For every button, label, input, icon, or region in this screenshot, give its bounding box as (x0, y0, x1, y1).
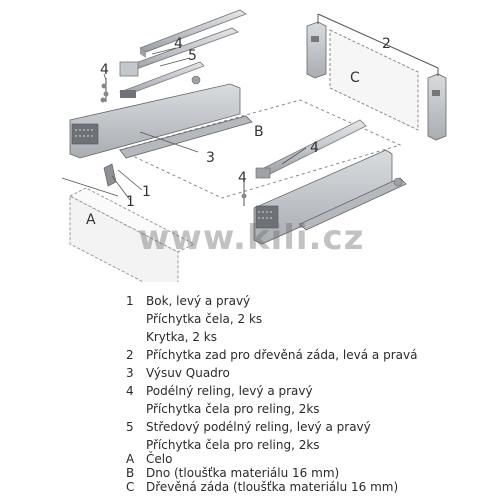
legend-text: Krytka, 2 ks (146, 330, 217, 344)
left-runner (119, 115, 253, 159)
bottom-panel-b (118, 99, 402, 199)
callout-1-lower: 1 (126, 194, 135, 210)
screws-4 (100, 78, 109, 103)
dimension-line-2 (317, 13, 439, 76)
legend-text: Výsuv Quadro (146, 366, 230, 380)
callout-2: 2 (382, 36, 391, 52)
legend-key: 2 (126, 348, 134, 362)
watermark: www.kili.cz (138, 218, 365, 258)
rail-4-top (139, 9, 247, 58)
legend-text: Dřevěná záda (tloušťka materiálu 16 mm) (146, 480, 399, 494)
callout-4-lower: 4 (238, 170, 247, 186)
legend-text: Příchytka čela, 2 ks (146, 312, 263, 326)
legend-key: B (126, 466, 135, 480)
legend-text: Středový podélný reling, levý a pravý (146, 420, 371, 434)
legend-key: 5 (126, 420, 134, 434)
callout-3: 3 (206, 150, 215, 166)
callout-1-upper: 1 (142, 184, 151, 200)
callout-5: 5 (188, 48, 197, 64)
legend-key: C (126, 480, 135, 494)
rail-4-right (255, 119, 367, 179)
callout-4-left: 4 (100, 62, 109, 78)
legend-text: Příchytka čela pro reling, 2ks (146, 438, 320, 452)
legend-text: Čelo (146, 452, 173, 466)
legend-key: 1 (126, 294, 134, 308)
screw-4-lower (241, 182, 247, 206)
legend-key: 3 (126, 366, 134, 380)
legend-text: Příchytka čela pro reling, 2ks (146, 402, 320, 416)
callout-a: A (86, 212, 96, 228)
rail-front-clips (119, 61, 205, 98)
right-runner (299, 177, 407, 231)
back-panel-c (329, 29, 419, 131)
callout-c: C (350, 70, 360, 86)
legend-text: Příchytka zad pro dřevěná záda, levá a p… (146, 348, 418, 362)
front-panel-a (68, 187, 196, 282)
legend-text: Bok, levý a pravý (146, 294, 251, 308)
legend-key: A (126, 452, 135, 466)
left-drawer-side (69, 83, 241, 159)
legend-key: 4 (126, 384, 134, 398)
rail-5 (119, 27, 239, 77)
drawer-assembly-diagram: 4 5 4 2 C B 3 4 4 1 1 A (61, 9, 447, 282)
right-drawer-side (253, 149, 393, 245)
leader-lines (61, 47, 307, 201)
callout-4-right: 4 (310, 140, 319, 156)
legend-text: Dno (tloušťka materiálu 16 mm) (146, 466, 340, 480)
callout-b: B (254, 124, 264, 140)
callout-4-top: 4 (174, 36, 183, 52)
legend-text: Podélný reling, levý a pravý (146, 384, 313, 398)
